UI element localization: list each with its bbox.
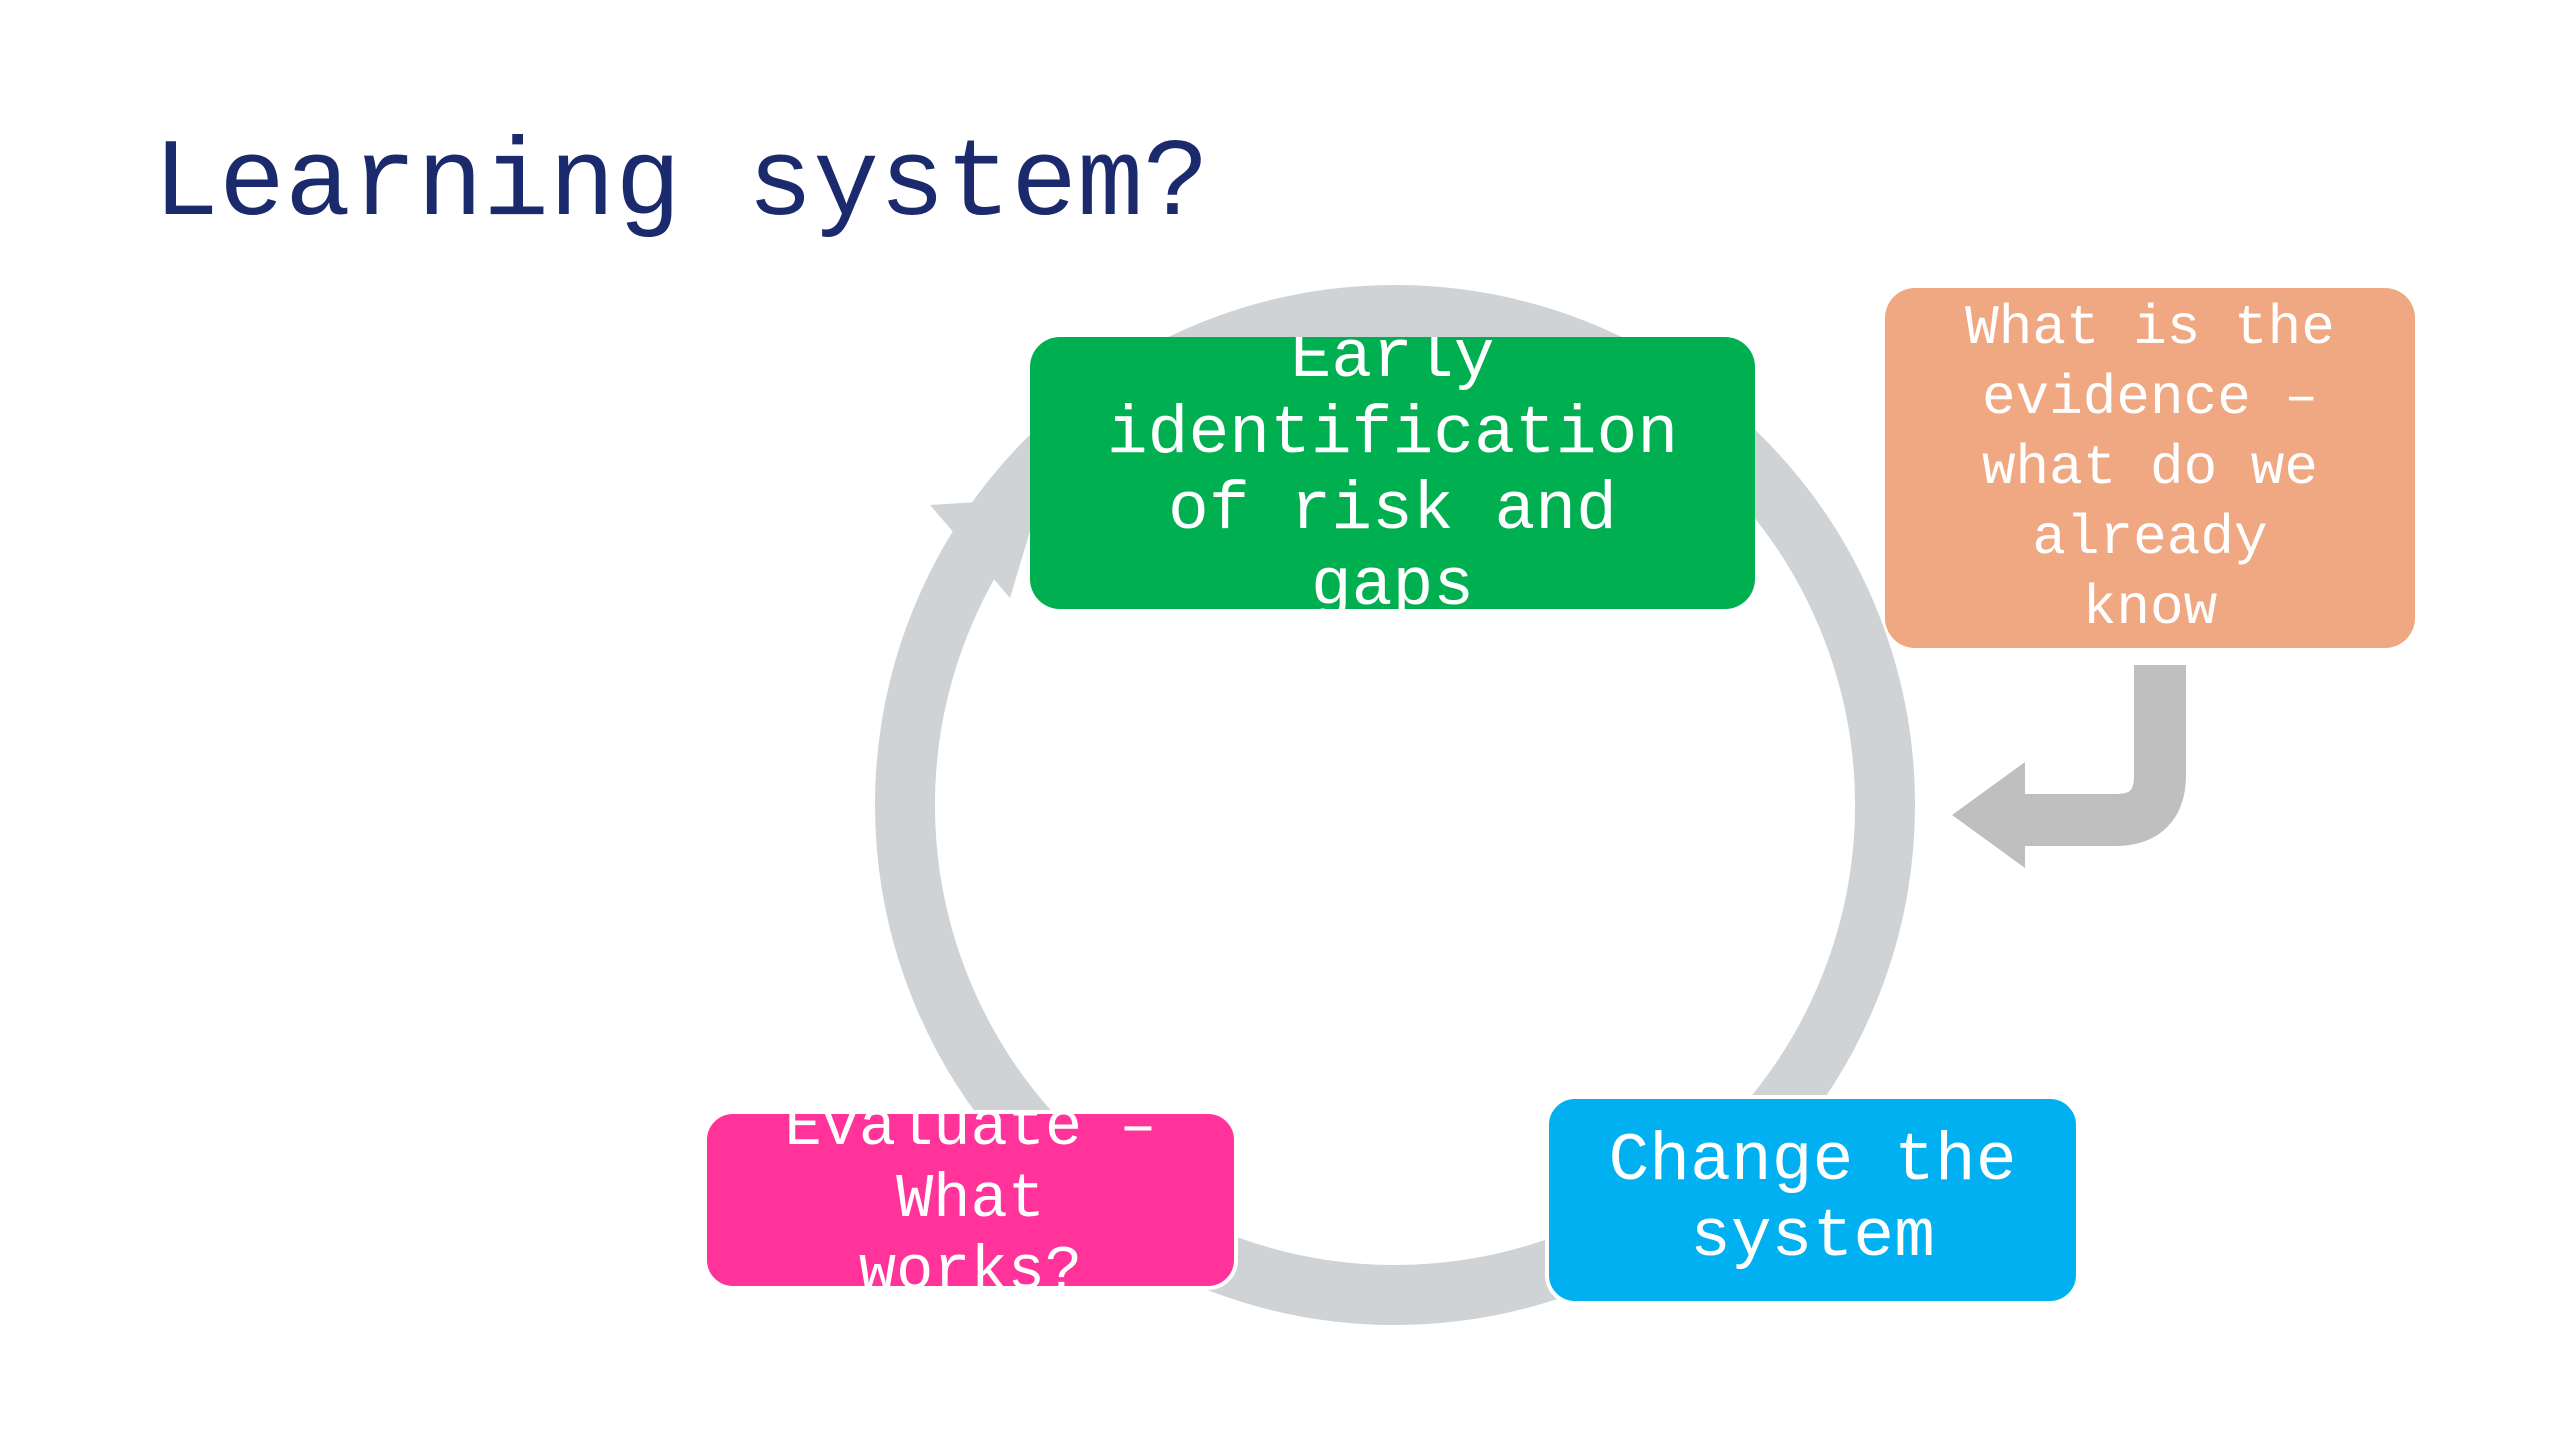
step-change-system-box: Change the system	[1545, 1095, 2080, 1305]
evidence-arrowhead	[1952, 762, 2025, 868]
step-evaluate-label: Evaluate – What works?	[784, 1110, 1157, 1290]
slide-title: Learning system?	[153, 123, 1210, 248]
step-early-identification-box: Early identification of risk and gaps	[1030, 337, 1755, 609]
evidence-box: What is the evidence – what do we alread…	[1885, 288, 2415, 648]
step-change-system-label: Change the system	[1608, 1123, 2017, 1276]
cycle-arrowhead	[930, 498, 1040, 598]
step-early-identification-label: Early identification of risk and gaps	[1106, 337, 1679, 609]
step-evaluate-box: Evaluate – What works?	[703, 1110, 1238, 1290]
cycle-ring	[875, 285, 1915, 1325]
evidence-bent-arrow	[2020, 665, 2186, 846]
evidence-label: What is the evidence – what do we alread…	[1965, 296, 2335, 640]
